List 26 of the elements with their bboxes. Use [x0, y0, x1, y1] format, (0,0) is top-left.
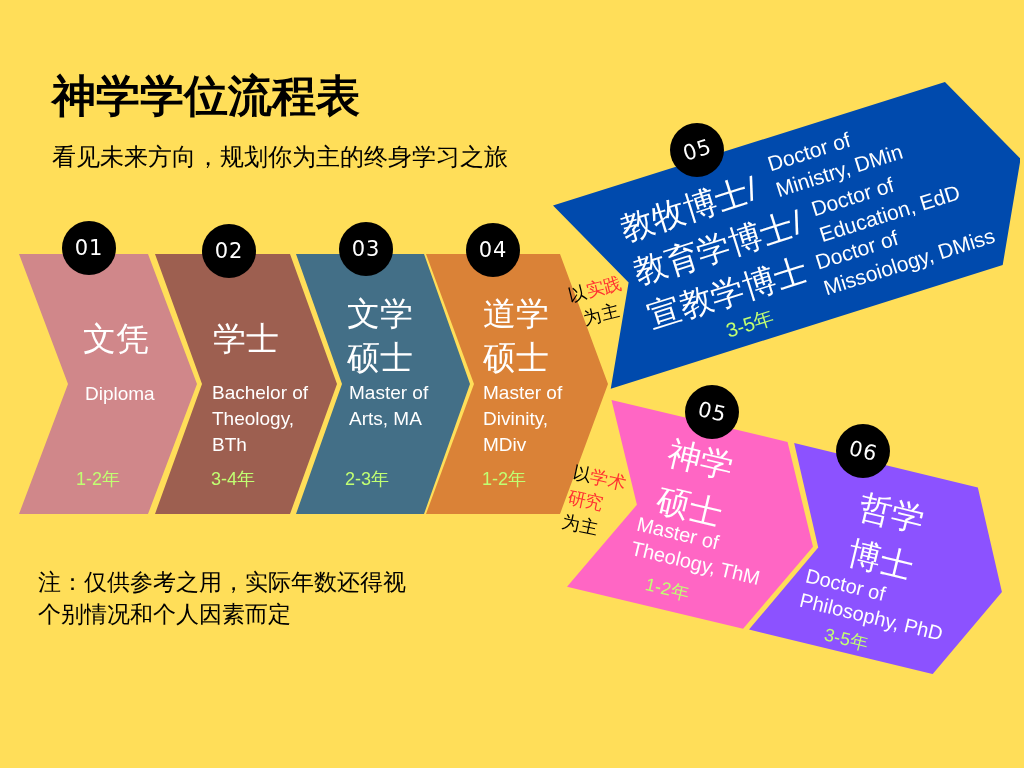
study-duration: 1-2年	[76, 468, 120, 491]
degree-name-chinese: 文凭	[83, 319, 149, 359]
degree-name-english: Master of Divinity, MDiv	[483, 381, 564, 457]
study-duration: 3-4年	[211, 468, 255, 491]
degree-name-chinese: 文学硕士	[347, 294, 414, 378]
degree-name-english: Bachelor of Theology, BTh	[212, 381, 310, 457]
step-number-badge: 05	[685, 385, 739, 439]
degree-name-english: Diploma	[85, 382, 155, 406]
page-title: 神学学位流程表	[52, 70, 360, 122]
degree-name-chinese: 学士	[213, 319, 279, 359]
study-duration: 1-2年	[643, 574, 691, 605]
footnote-text: 注：仅供参考之用，实际年数还得视个别情况和个人因素而定	[38, 568, 407, 629]
step-number-badge: 03	[339, 222, 393, 276]
step-number-badge: 04	[466, 223, 520, 277]
branch-note: 以实践为主	[565, 272, 625, 331]
chevron-step	[19, 254, 197, 514]
degree-name-chinese: 道学硕士	[483, 294, 550, 378]
branch-note: 以学术研究为主	[559, 461, 629, 541]
subtitle-text: 看见未来方向，规划你为主的终身学习之旅	[52, 142, 508, 172]
step-number-badge: 02	[202, 224, 256, 278]
study-duration: 2-3年	[345, 468, 389, 491]
study-duration: 1-2年	[482, 468, 526, 491]
step-number-badge: 05	[670, 123, 724, 177]
step-number-badge: 01	[62, 221, 116, 275]
degree-name-english: Master of Arts, MA	[349, 381, 430, 431]
step-number-badge: 06	[836, 424, 890, 478]
